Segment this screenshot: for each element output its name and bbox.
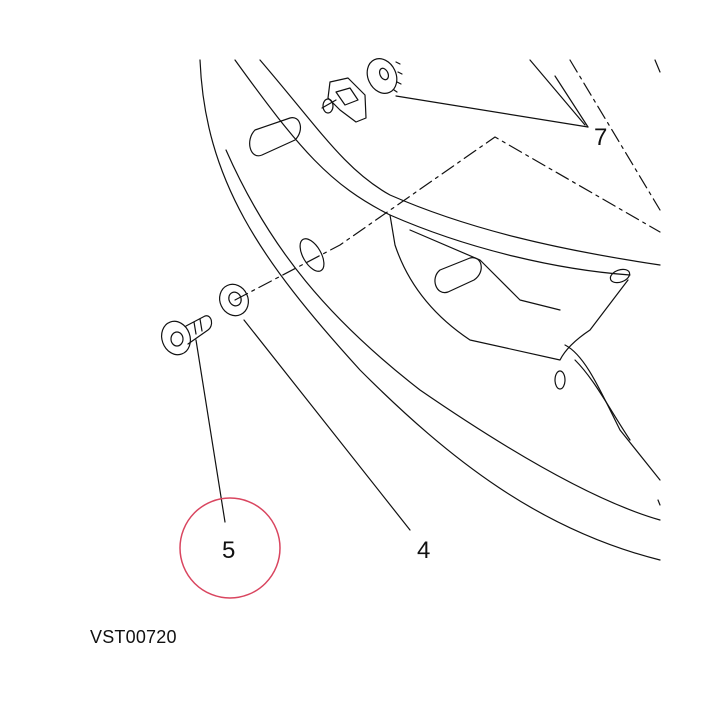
panel-edge-mark xyxy=(657,499,661,506)
speed-nut-part xyxy=(321,77,367,123)
recess-channel xyxy=(409,229,561,311)
assembly-axis-side xyxy=(569,59,661,211)
panel-right-edge xyxy=(529,59,586,126)
panel-outer-edge xyxy=(199,59,661,561)
panel-fold-line xyxy=(259,59,661,266)
washer-part-upper xyxy=(366,58,403,94)
leader-line-5 xyxy=(195,339,226,523)
leader-line-7a xyxy=(395,95,589,128)
panel-inner-edge xyxy=(234,59,631,276)
panel-right-corner xyxy=(654,59,661,73)
callout-label-4: 4 xyxy=(417,537,431,564)
panel-hole-right xyxy=(609,268,631,284)
panel-emboss-lower xyxy=(434,257,482,294)
callout-label-7: 7 xyxy=(594,124,608,151)
panel-mounting-hole xyxy=(299,238,325,272)
recess-outline xyxy=(389,214,629,361)
leader-line-4 xyxy=(243,319,411,531)
panel-emboss-upper xyxy=(249,117,302,157)
recess-slot-inner xyxy=(574,359,631,441)
drawing-reference-code: VST00720 xyxy=(90,627,177,647)
callout-label-5: 5 xyxy=(222,537,236,564)
washer-part-lower xyxy=(219,283,249,317)
recess-slot xyxy=(564,344,661,481)
panel-hole-small xyxy=(554,370,566,390)
panel-lower-edge xyxy=(225,149,661,521)
bolt-part xyxy=(161,315,213,356)
assembly-axis-line xyxy=(234,136,661,301)
highlight-circle xyxy=(179,497,281,599)
leader-line-7b xyxy=(554,75,589,128)
